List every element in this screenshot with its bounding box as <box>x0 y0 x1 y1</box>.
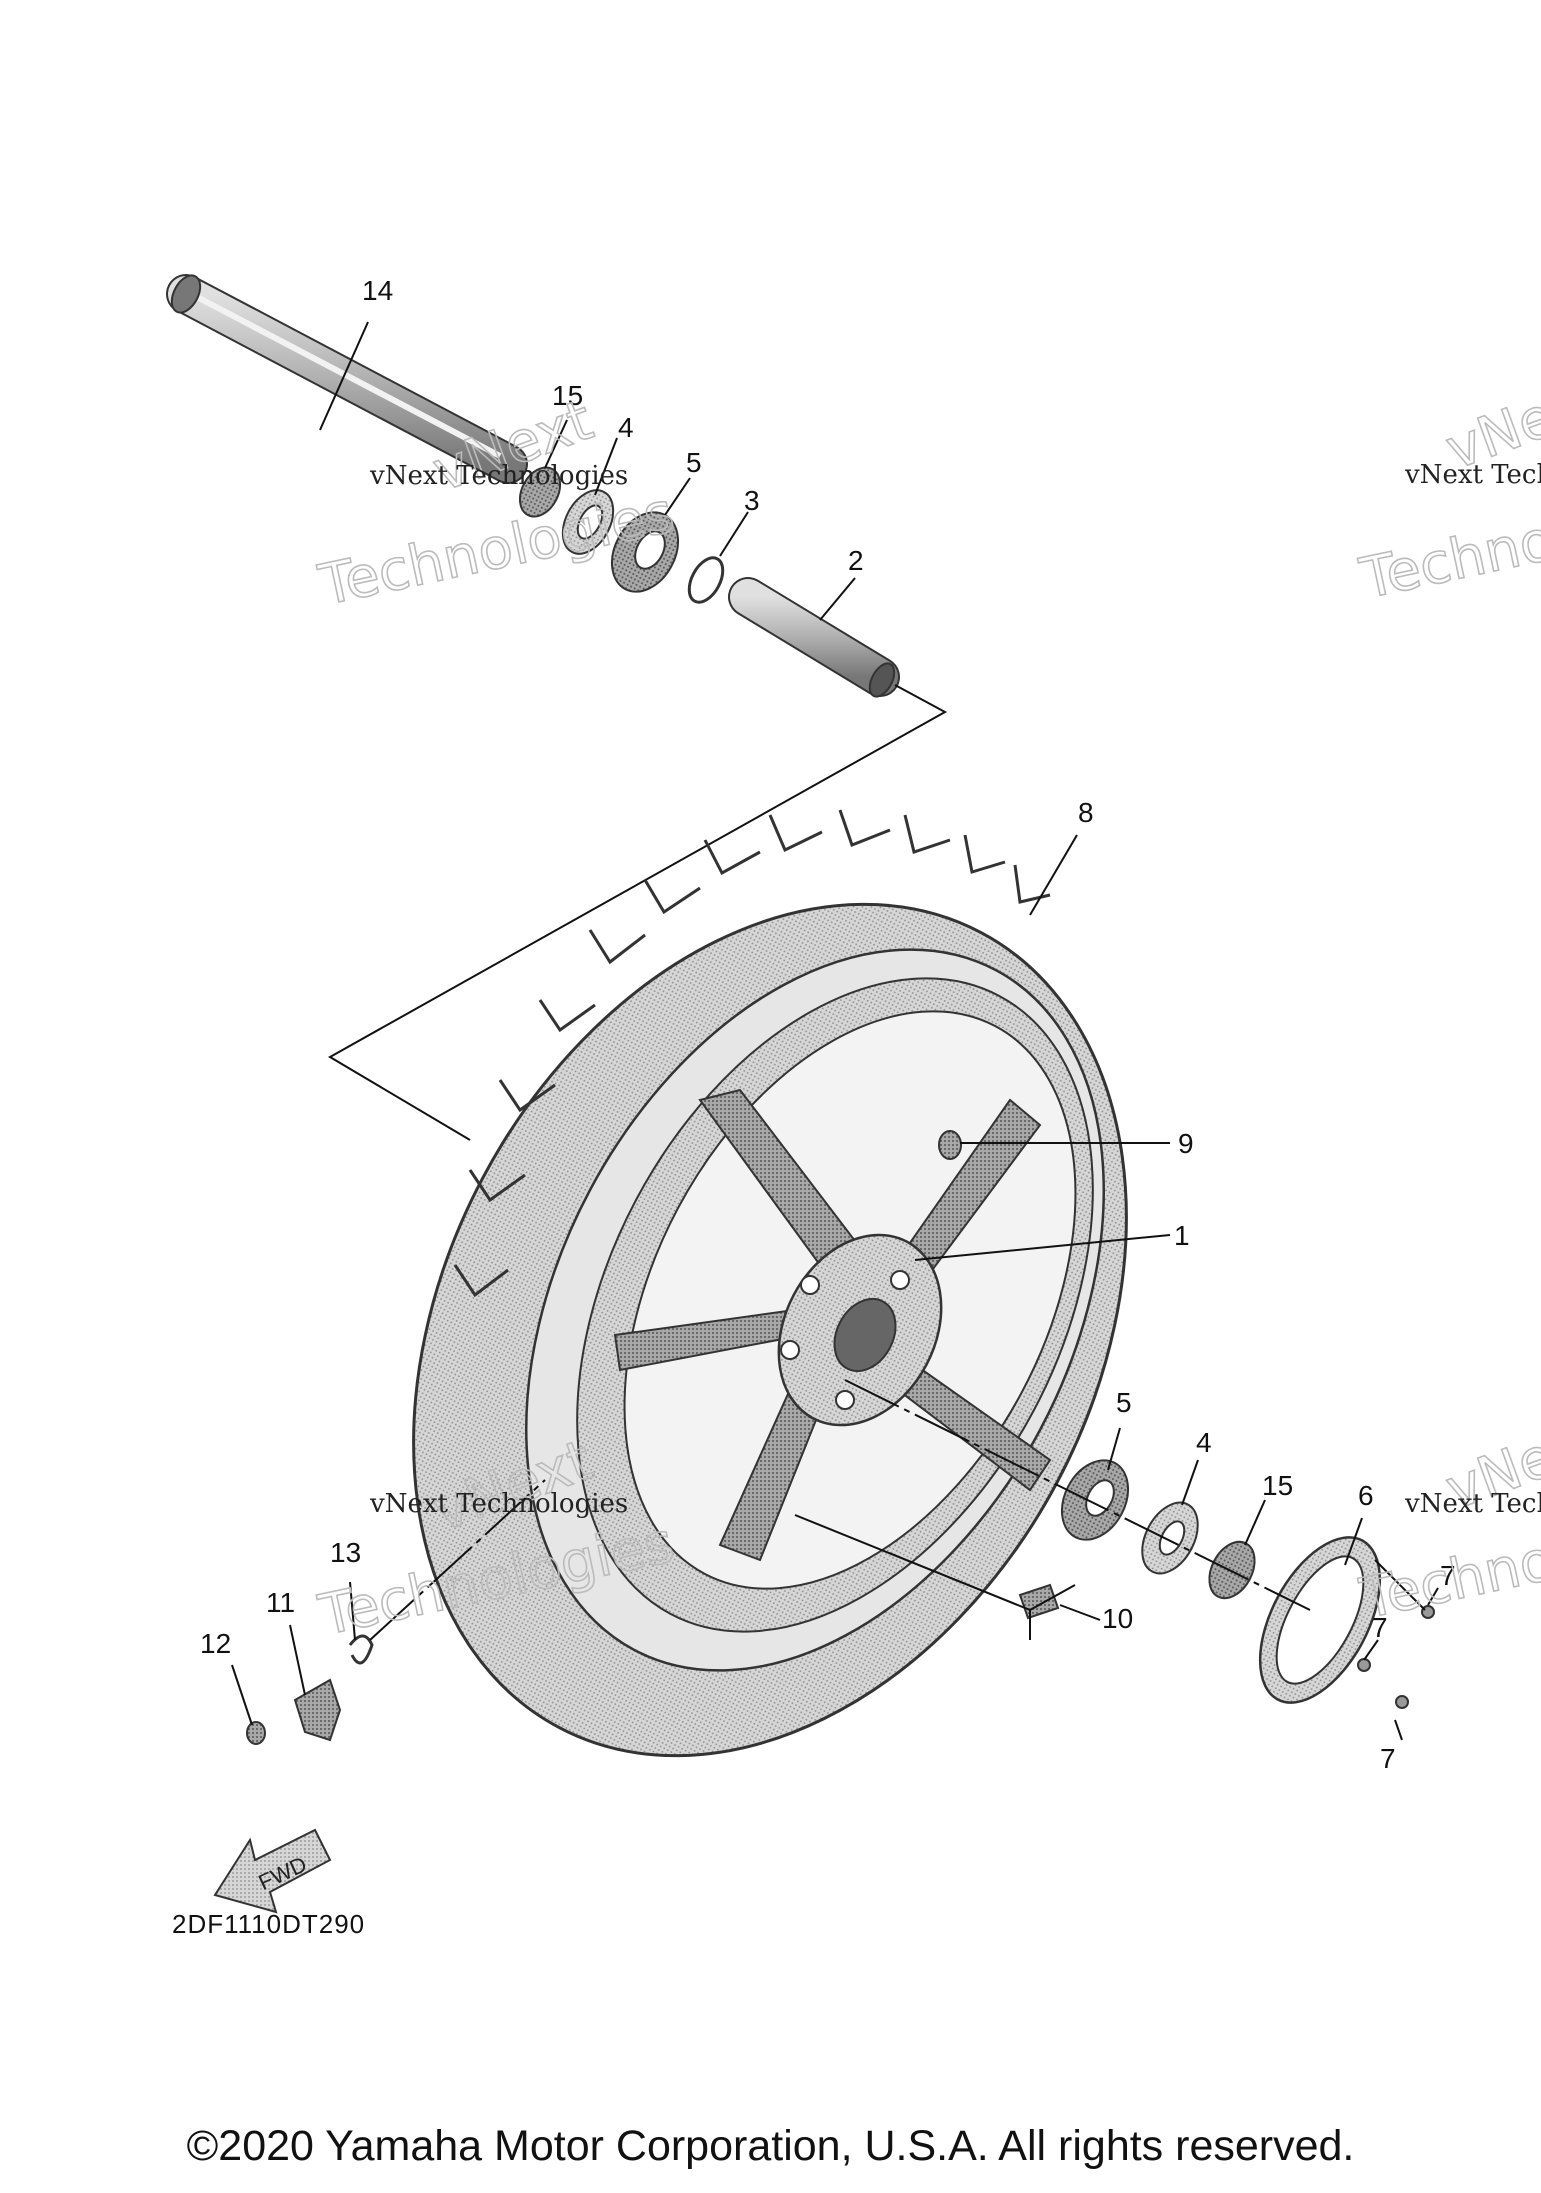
callout-7-b: 7 <box>1372 1612 1388 1643</box>
callout-11: 11 <box>266 1587 295 1618</box>
front-axle-part <box>166 274 528 484</box>
callout-6: 6 <box>1358 1480 1374 1511</box>
bearing-lower-part <box>1060 1459 1130 1541</box>
callout-4-upper: 4 <box>618 412 634 443</box>
svg-text:vNext Technologies: vNext Technologies <box>1404 1489 1541 1519</box>
sensor-bracket-part <box>293 1678 342 1742</box>
callout-15-upper: 15 <box>552 380 583 411</box>
copyright-notice: ©2020 Yamaha Motor Corporation, U.S.A. A… <box>186 2122 1355 2170</box>
axle-reference-line <box>327 684 948 1141</box>
oil-seal-lower-part <box>1141 1501 1199 1575</box>
callout-12: 12 <box>200 1628 231 1659</box>
front-wheel-tire-part <box>412 809 1128 1758</box>
callout-labels: 14 15 4 5 3 2 8 9 1 5 4 15 6 7 7 7 10 11… <box>200 275 1456 1774</box>
callout-7-a: 7 <box>1440 1560 1456 1591</box>
collar-lower-part <box>1208 1540 1256 1600</box>
watermark-lower-right: vNext vNext Technologies Technologies <box>1354 1405 1541 1633</box>
callout-9: 9 <box>1178 1128 1194 1159</box>
spacer-part <box>728 577 900 698</box>
callout-7-c: 7 <box>1380 1743 1396 1774</box>
callout-13: 13 <box>330 1537 361 1568</box>
callout-2: 2 <box>848 545 864 576</box>
valve-part <box>938 1130 962 1160</box>
collar-upper-part <box>518 466 562 518</box>
bearing-upper-part <box>610 511 680 593</box>
balance-weight-part <box>1018 1583 1060 1620</box>
callout-8: 8 <box>1078 797 1094 828</box>
circlip-part <box>687 556 725 604</box>
svg-text:vNext Technologies: vNext Technologies <box>1404 460 1541 490</box>
diagram-code: 2DF1110DT290 <box>172 1909 365 1939</box>
callout-10: 10 <box>1102 1603 1133 1634</box>
callout-5-lower: 5 <box>1116 1387 1132 1418</box>
callout-3: 3 <box>744 485 760 516</box>
callout-1: 1 <box>1174 1220 1190 1251</box>
callout-5-upper: 5 <box>686 447 702 478</box>
svg-text:vNext Technologies: vNext Technologies <box>369 1489 628 1519</box>
oil-seal-upper-part <box>561 489 615 555</box>
callout-14: 14 <box>362 275 393 306</box>
svg-text:Technologies: Technologies <box>313 480 679 619</box>
callout-4-lower: 4 <box>1196 1427 1212 1458</box>
watermark-upper-right: vNext vNext Technologies Technologies <box>1354 365 1541 613</box>
forward-direction-arrow: FWD <box>213 1828 332 1914</box>
screw-part <box>246 1721 266 1745</box>
sensor-rotor-part <box>1258 1536 1382 1704</box>
svg-text:Technologies: Technologies <box>1355 474 1541 613</box>
leader-lines <box>231 321 1439 1741</box>
callout-15-lower: 15 <box>1262 1470 1293 1501</box>
svg-text:vNext Technologies: vNext Technologies <box>369 461 628 491</box>
clamp-part <box>348 1634 374 1665</box>
